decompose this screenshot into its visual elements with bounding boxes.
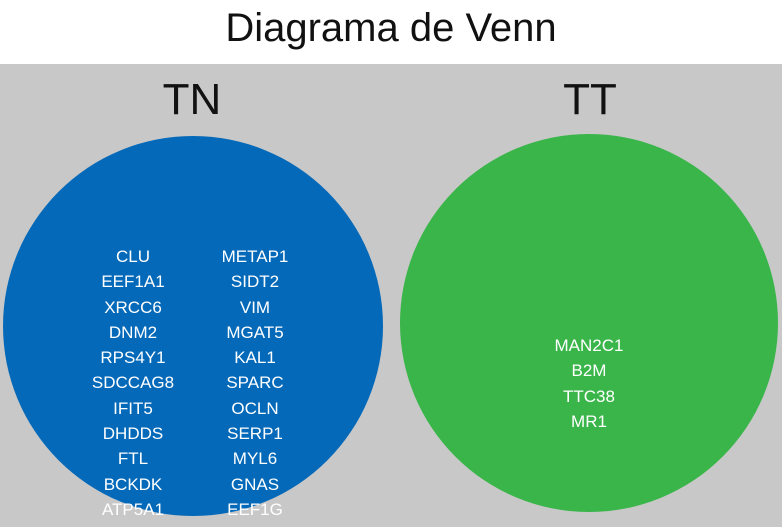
gene-label: XRCC6 <box>104 297 162 317</box>
title-bar: Diagrama de Venn <box>0 0 782 64</box>
gene-label: GNAS <box>230 474 280 494</box>
gene-label: KAL1 <box>234 348 276 368</box>
gene-label: VIM <box>239 297 271 317</box>
set-label-tn: TN <box>162 75 222 124</box>
gene-label: SDCCAG8 <box>91 373 175 393</box>
diagram-title: Diagrama de Venn <box>225 6 557 50</box>
gene-label: BCKDK <box>103 474 163 494</box>
gene-label: OCLN <box>231 398 279 418</box>
gene-label: TTC38 <box>563 386 615 406</box>
gene-label: IFIT5 <box>113 398 153 418</box>
gene-label: MR1 <box>571 411 607 431</box>
gene-label: SPARC <box>226 373 284 393</box>
gene-label: B2M <box>571 361 607 381</box>
gene-label: MGAT5 <box>226 322 284 342</box>
gene-label: METAP1 <box>221 247 289 266</box>
gene-label: MAN2C1 <box>554 336 624 355</box>
gene-label: MYL6 <box>232 449 278 469</box>
set-label-tt: TT <box>563 75 617 124</box>
gene-label: DNM2 <box>108 322 158 342</box>
gene-label: SIDT2 <box>230 272 280 292</box>
gene-label: ATP5A1 <box>101 499 165 519</box>
gene-label: SERP1 <box>227 424 283 444</box>
gene-label: RPS4Y1 <box>100 348 166 368</box>
gene-label: EEF1G <box>227 499 283 519</box>
gene-label: EEF1A1 <box>101 272 165 292</box>
gene-label: CLU <box>115 247 150 266</box>
gene-label: DHDDS <box>102 424 164 444</box>
gene-label: FTL <box>117 449 149 469</box>
